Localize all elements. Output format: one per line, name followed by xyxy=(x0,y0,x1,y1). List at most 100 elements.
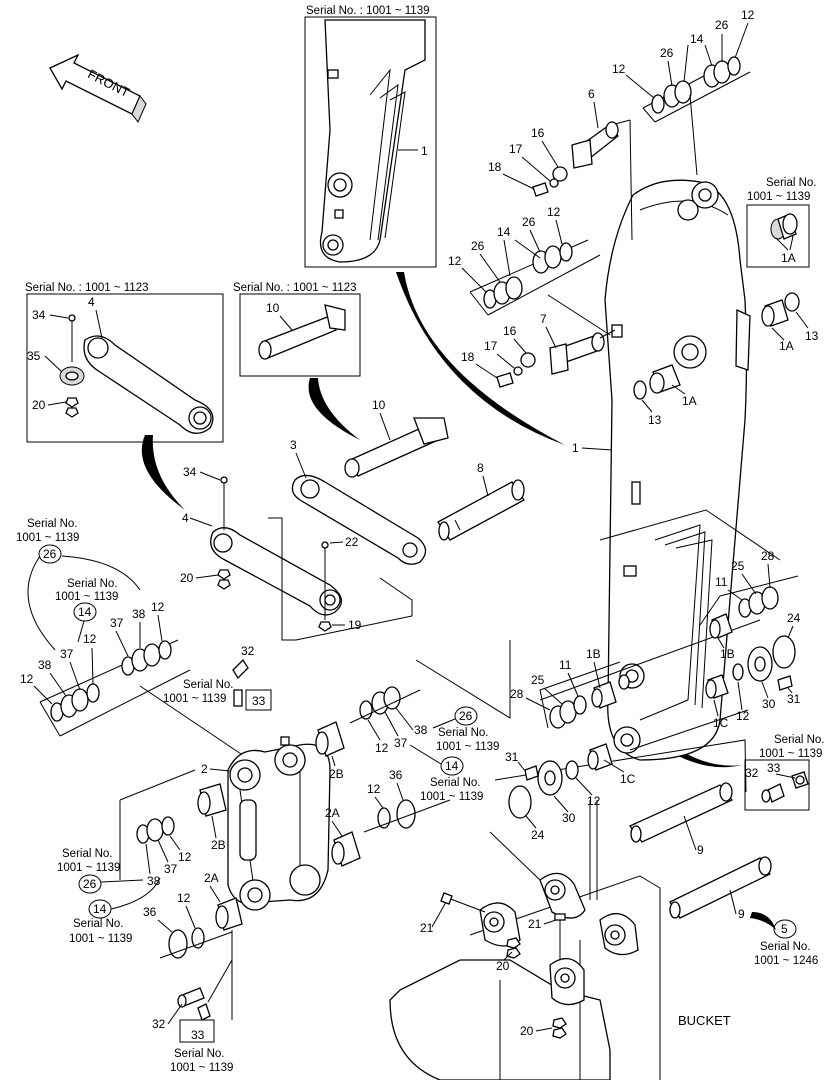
label-1a-inset: 1A xyxy=(781,251,796,265)
label-32-top: 32 xyxy=(241,644,255,658)
label-38-r2: 38 xyxy=(414,723,428,737)
inset-1a: Serial No. 1001 ~ 1139 xyxy=(746,177,817,268)
main-arm xyxy=(604,179,751,761)
label-2b-right: 2B xyxy=(329,767,344,781)
label-12-top2: 12 xyxy=(612,62,626,76)
label-11-left: 11 xyxy=(559,658,572,672)
serial-33-prefix: Serial No. xyxy=(183,679,234,691)
label-33-top: 33 xyxy=(252,694,266,708)
label-13-left: 13 xyxy=(648,413,662,427)
label-9-upper: 9 xyxy=(697,843,704,857)
label-12-oring-l: 12 xyxy=(177,891,191,905)
label-10-main: 10 xyxy=(372,398,386,412)
label-31-right: 31 xyxy=(787,692,801,706)
label-34-main: 34 xyxy=(183,465,197,479)
serial-l2-26-prefix: Serial No. xyxy=(62,848,113,860)
label-10-inset: 10 xyxy=(266,301,280,315)
shims-right-upper xyxy=(699,575,799,669)
label-34-inset: 34 xyxy=(32,308,46,322)
serial-bottom-prefix: Serial No. xyxy=(174,1048,225,1060)
label-37-r2: 37 xyxy=(394,736,408,750)
serial-left2-prefix: Serial No. xyxy=(67,578,118,590)
bucket xyxy=(389,800,661,1080)
serial-rinset-range: 1001 ~ 1139 xyxy=(759,748,822,760)
serial-r2-14-range: 1001 ~ 1139 xyxy=(420,791,483,803)
shims-arm-lower-left xyxy=(539,661,630,729)
inset-pin10-serial: Serial No. : 1001 ~ 1123 xyxy=(233,282,357,294)
serial-left2-range: 1001 ~ 1139 xyxy=(55,591,118,603)
label-36-l: 36 xyxy=(143,905,157,919)
label-18-mid: 18 xyxy=(461,350,475,364)
serial-l2-26-range: 1001 ~ 1139 xyxy=(57,862,120,874)
bucket-label: BUCKET xyxy=(678,1013,731,1028)
bushing-1a-left xyxy=(633,364,681,400)
label-18-top: 18 xyxy=(488,160,502,174)
label-12-r2: 12 xyxy=(375,741,389,755)
label-12-left-top: 12 xyxy=(151,600,165,614)
label-26-top2: 26 xyxy=(660,46,674,60)
inset-pin10: Serial No. : 1001 ~ 1123 xyxy=(233,282,361,377)
callout-sweep-9 xyxy=(750,912,776,930)
label-1c-right: 1C xyxy=(713,716,729,730)
label-1a-right: 1A xyxy=(779,339,794,353)
label-28-right: 28 xyxy=(761,549,775,563)
inset-link4: Serial No. : 1001 ~ 1123 xyxy=(25,282,224,443)
bushing-1a-right xyxy=(761,292,800,327)
label-36-r: 36 xyxy=(389,768,403,782)
label-12-left-mid: 12 xyxy=(83,632,97,646)
callout-sweep-pin10 xyxy=(308,378,360,440)
link-4-main xyxy=(210,476,342,632)
label-12-l2: 12 xyxy=(178,850,192,864)
inset-arm-top: Serial No. : 1001 ~ 1139 xyxy=(304,5,437,268)
label-17-mid: 17 xyxy=(484,339,498,353)
inset-link4-serial: Serial No. : 1001 ~ 1123 xyxy=(25,282,149,294)
serial-rinset-prefix: Serial No. xyxy=(774,734,825,746)
label-32-right: 32 xyxy=(745,766,759,780)
label-2b-left: 2B xyxy=(211,838,226,852)
label-25-left: 25 xyxy=(531,673,545,687)
serial-5-range: 1001 ~ 1246 xyxy=(754,955,818,967)
inset-32-33-right xyxy=(744,759,810,811)
label-2a-left: 2A xyxy=(204,871,219,885)
label-16-mid: 16 xyxy=(503,324,517,338)
label-37-l2: 37 xyxy=(164,862,178,876)
orings-right xyxy=(363,799,451,833)
serial-33-range: 1001 ~ 1139 xyxy=(163,693,226,705)
serial-r2-14-prefix: Serial No. xyxy=(430,777,481,789)
label-30-right: 30 xyxy=(762,697,776,711)
label-26-r2: 26 xyxy=(459,709,473,723)
label-26-l2: 26 xyxy=(83,877,97,891)
label-26-top1: 26 xyxy=(715,18,729,32)
label-12-top1: 12 xyxy=(741,8,755,22)
label-38-left-top: 38 xyxy=(132,607,146,621)
label-25-right: 25 xyxy=(731,559,745,573)
label-1b-left: 1B xyxy=(586,647,601,661)
label-6: 6 xyxy=(588,87,595,101)
serial-left-prefix: Serial No. xyxy=(27,518,78,530)
label-2: 2 xyxy=(201,762,208,776)
orings-left xyxy=(159,927,233,959)
label-28-left: 28 xyxy=(510,687,524,701)
label-26-left: 26 xyxy=(43,547,57,561)
label-13-right: 13 xyxy=(805,329,819,343)
front-arrow: FRONT xyxy=(49,53,147,123)
callout-sweep-link4 xyxy=(141,435,185,510)
grease-32-33-bottom xyxy=(177,959,233,1043)
serial-1a-range: 1001 ~ 1139 xyxy=(747,191,810,203)
serial-l2-14-range: 1001 ~ 1139 xyxy=(69,933,132,945)
washer-30-right xyxy=(747,646,793,691)
serial-left-range: 1001 ~ 1139 xyxy=(16,532,79,544)
label-24-right: 24 xyxy=(787,611,801,625)
label-14-left: 14 xyxy=(78,605,92,619)
serial-bottom-range: 1001 ~ 1139 xyxy=(170,1062,233,1074)
serial-1a-prefix: Serial No. xyxy=(766,177,817,189)
label-1-arm: 1 xyxy=(572,441,579,455)
label-14-r2: 14 xyxy=(445,759,459,773)
label-31-left: 31 xyxy=(505,750,519,764)
label-14-l2: 14 xyxy=(93,902,107,916)
serial-r2-26-prefix: Serial No. xyxy=(438,727,489,739)
pin-7-group xyxy=(496,329,616,388)
label-12-mid2: 12 xyxy=(448,254,462,268)
pins-9 xyxy=(628,782,772,919)
serial-r2-26-range: 1001 ~ 1139 xyxy=(436,741,499,753)
